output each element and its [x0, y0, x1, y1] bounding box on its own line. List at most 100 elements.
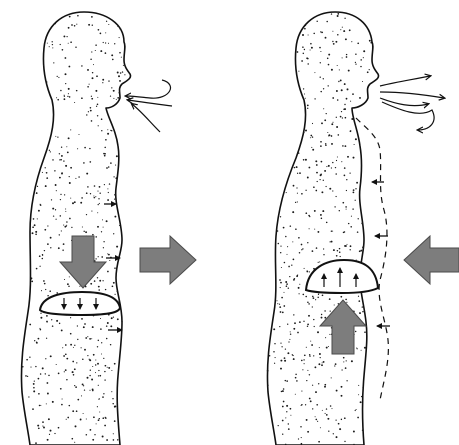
stipple-dot	[301, 193, 303, 195]
stipple-dot	[103, 241, 104, 242]
stipple-dot	[311, 344, 313, 346]
stipple-dot	[54, 433, 55, 434]
stipple-dot	[38, 210, 40, 212]
stipple-dot	[65, 73, 67, 75]
stipple-dot	[324, 310, 325, 311]
stipple-dot	[76, 24, 77, 25]
stipple-dot	[299, 172, 301, 174]
stipple-dot	[47, 43, 48, 44]
stipple-dot	[338, 134, 340, 136]
stipple-dot	[81, 318, 83, 320]
stipple-dot	[350, 130, 352, 132]
stipple-dot	[108, 192, 109, 193]
stipple-dot	[69, 96, 71, 98]
stipple-dot	[302, 248, 303, 249]
stipple-dot	[360, 59, 362, 61]
stipple-dot	[316, 247, 318, 249]
stipple-dot	[333, 249, 335, 251]
stipple-dot	[83, 413, 84, 414]
inhalation-figure	[21, 12, 172, 445]
stipple-dot	[279, 279, 281, 281]
stipple-dot	[275, 357, 276, 358]
stipple-dot	[322, 32, 323, 33]
stipple-dot	[303, 159, 305, 161]
stipple-dot	[45, 358, 46, 359]
stipple-dot	[69, 176, 70, 177]
stipple-dot	[301, 391, 302, 392]
stipple-dot	[283, 388, 285, 390]
stipple-dot	[286, 411, 287, 412]
stipple-dot	[286, 405, 288, 407]
stipple-dot	[364, 347, 366, 349]
stipple-dot	[80, 419, 82, 421]
stipple-dot	[65, 211, 66, 212]
stipple-dot	[307, 301, 309, 303]
stipple-dot	[33, 218, 35, 220]
stipple-dot	[281, 391, 282, 392]
stipple-dot	[355, 53, 356, 54]
stipple-dot	[99, 411, 100, 412]
stipple-dot	[278, 425, 279, 426]
stipple-dot	[297, 332, 299, 334]
stipple-dot	[337, 13, 339, 15]
stipple-dot	[299, 321, 301, 323]
stipple-dot	[79, 286, 80, 287]
stipple-dot	[119, 80, 121, 82]
stipple-dot	[282, 420, 284, 422]
stipple-dot	[100, 33, 102, 35]
stipple-dot	[64, 371, 65, 372]
air-in-arrow	[126, 80, 171, 98]
stipple-dot	[62, 250, 63, 251]
stipple-dot	[113, 233, 114, 234]
stipple-dot	[314, 98, 315, 99]
stipple-dot	[64, 57, 66, 59]
stipple-dot	[325, 143, 326, 144]
stipple-dot	[64, 194, 65, 195]
stipple-dot	[36, 192, 38, 194]
stipple-dot	[104, 425, 106, 427]
stipple-dot	[357, 417, 359, 419]
stipple-dot	[293, 279, 295, 281]
stipple-dot	[72, 371, 74, 373]
stipple-dot	[335, 196, 336, 197]
stipple-dot	[95, 90, 97, 92]
stipple-dot	[68, 66, 70, 68]
stipple-dot	[60, 215, 62, 217]
stipple-dot	[119, 225, 120, 226]
stipple-dot	[324, 317, 326, 319]
stipple-dot	[328, 64, 330, 66]
stipple-dot	[350, 249, 351, 250]
stipple-dot	[74, 345, 75, 346]
stipple-dot	[75, 46, 76, 47]
stipple-dot	[339, 428, 341, 430]
stipple-dot	[64, 279, 65, 280]
stipple-dot	[290, 331, 291, 332]
stipple-dot	[98, 286, 100, 288]
stipple-dot	[50, 151, 51, 152]
stipple-dot	[302, 369, 303, 370]
stipple-dot	[95, 359, 96, 360]
stipple-dot	[284, 357, 286, 359]
stipple-dot	[320, 141, 322, 143]
stipple-dot	[326, 21, 328, 23]
stipple-dot	[64, 95, 65, 96]
stipple-dot	[321, 218, 323, 220]
stipple-dot	[99, 280, 101, 282]
stipple-dot	[340, 29, 341, 30]
stipple-dot	[88, 24, 90, 26]
stipple-dot	[86, 192, 88, 194]
stipple-dot	[47, 225, 48, 226]
stipple-dot	[320, 145, 322, 147]
stipple-dot	[280, 282, 282, 284]
stipple-dot	[291, 265, 292, 266]
stipple-dot	[92, 439, 94, 441]
stipple-dot	[355, 188, 356, 189]
stipple-dot	[35, 233, 37, 235]
stipple-dot	[102, 436, 104, 438]
stipple-dot	[38, 393, 40, 395]
stipple-dot	[86, 214, 87, 215]
stipple-dot	[117, 318, 119, 320]
stipple-dot	[107, 367, 108, 368]
stipple-dot	[304, 49, 305, 50]
stipple-dot	[22, 366, 23, 367]
